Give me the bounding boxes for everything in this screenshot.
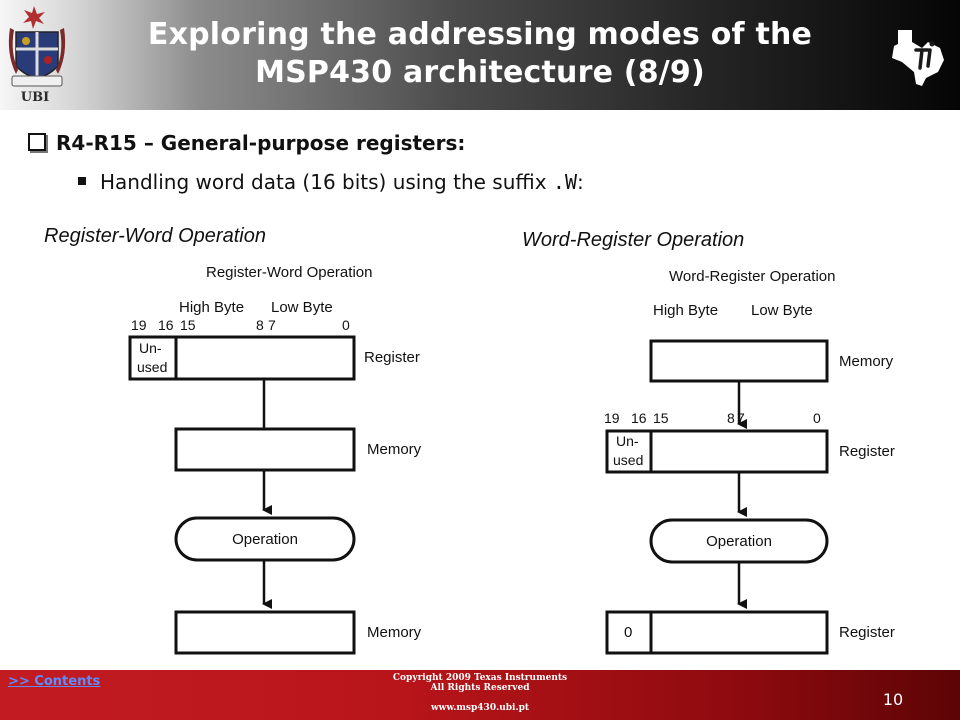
left-unused-line1: Un- — [139, 340, 162, 356]
right-register-box-2 — [605, 610, 829, 655]
bullet2-colon: : — [577, 170, 584, 194]
copyright-notice: Copyright 2009 Texas Instruments All Rig… — [330, 673, 630, 713]
right-register-box — [605, 429, 829, 474]
right-diagram-subheading: Word-Register Operation — [669, 268, 835, 285]
right-operation-label: Operation — [706, 533, 772, 550]
copyright-line-1: Copyright 2009 Texas Instruments — [392, 673, 568, 683]
website-url: www.msp430.ubi.pt — [430, 703, 530, 713]
page-title: Exploring the addressing modes of the MS… — [95, 16, 865, 92]
left-diagram-subheading: Register-Word Operation — [206, 264, 372, 281]
left-bit-7: 7 — [268, 317, 276, 333]
right-bit-0: 0 — [813, 410, 821, 426]
right-diagram-heading: Word-Register Operation — [522, 229, 744, 251]
left-bit-19: 19 — [131, 317, 147, 333]
right-bit-16: 16 — [631, 410, 647, 426]
right-register-label-1: Register — [839, 443, 895, 460]
left-bit-15: 15 — [180, 317, 196, 333]
right-bit-15: 15 — [653, 410, 669, 426]
bullet2-code-suffix: .W — [552, 170, 577, 194]
left-register-box — [128, 335, 356, 381]
register-word-diagram: Register-Word Operation Register-Word Op… — [44, 225, 422, 655]
left-memory-box-1 — [174, 427, 356, 472]
word-register-diagram: Word-Register Operation Word-Register Op… — [522, 229, 895, 655]
bullet-general-purpose-registers: R4-R15 – General-purpose registers: — [28, 131, 465, 155]
addressing-diagrams: Register-Word Operation Register-Word Op… — [44, 225, 895, 655]
right-zero-value: 0 — [624, 624, 632, 641]
right-unused-line2: used — [613, 452, 643, 468]
slide-header: UBI Exploring the addressing modes of th… — [0, 0, 960, 110]
left-bit-16: 16 — [158, 317, 174, 333]
slide-footer: >> Contents Copyright 2009 Texas Instrum… — [0, 670, 960, 720]
texas-instruments-logo — [892, 30, 944, 86]
right-unused-line1: Un- — [616, 433, 639, 449]
university-label: UBI — [20, 90, 50, 105]
left-unused-line2: used — [137, 359, 167, 375]
page-number: 10 — [882, 690, 904, 709]
left-bit-8: 8 — [256, 317, 264, 333]
left-high-byte-label: High Byte — [179, 299, 244, 316]
bullet-word-data: Handling word data (16 bits) using the s… — [78, 170, 584, 194]
checkbox-bullet-icon — [28, 133, 46, 151]
right-register-label-2: Register — [839, 624, 895, 641]
right-memory-label: Memory — [839, 353, 894, 370]
right-low-byte-label: Low Byte — [751, 302, 813, 319]
title-line-1: Exploring the addressing modes of the — [147, 17, 813, 52]
left-memory-label-1: Memory — [367, 441, 422, 458]
university-crest-logo — [8, 6, 66, 87]
contents-link[interactable]: >> Contents — [8, 674, 101, 689]
right-memory-box — [649, 339, 829, 383]
title-line-2: MSP430 architecture (8/9) — [255, 55, 705, 90]
right-bit-7: 7 — [737, 410, 745, 426]
left-operation-label: Operation — [232, 531, 298, 548]
left-bit-0: 0 — [342, 317, 350, 333]
right-high-byte-label: High Byte — [653, 302, 718, 319]
left-low-byte-label: Low Byte — [271, 299, 333, 316]
right-bit-19: 19 — [604, 410, 620, 426]
left-diagram-heading: Register-Word Operation — [44, 225, 266, 247]
bullet2-prefix: Handling word data (16 bits) using the s… — [100, 170, 553, 194]
left-register-label: Register — [364, 349, 420, 366]
left-memory-box-2 — [174, 610, 356, 655]
right-bit-8: 8 — [727, 410, 735, 426]
left-memory-label-2: Memory — [367, 624, 422, 641]
copyright-line-2: All Rights Reserved — [430, 683, 530, 693]
square-bullet-icon — [78, 177, 86, 185]
bullet1-text: R4-R15 – General-purpose registers: — [56, 131, 466, 155]
